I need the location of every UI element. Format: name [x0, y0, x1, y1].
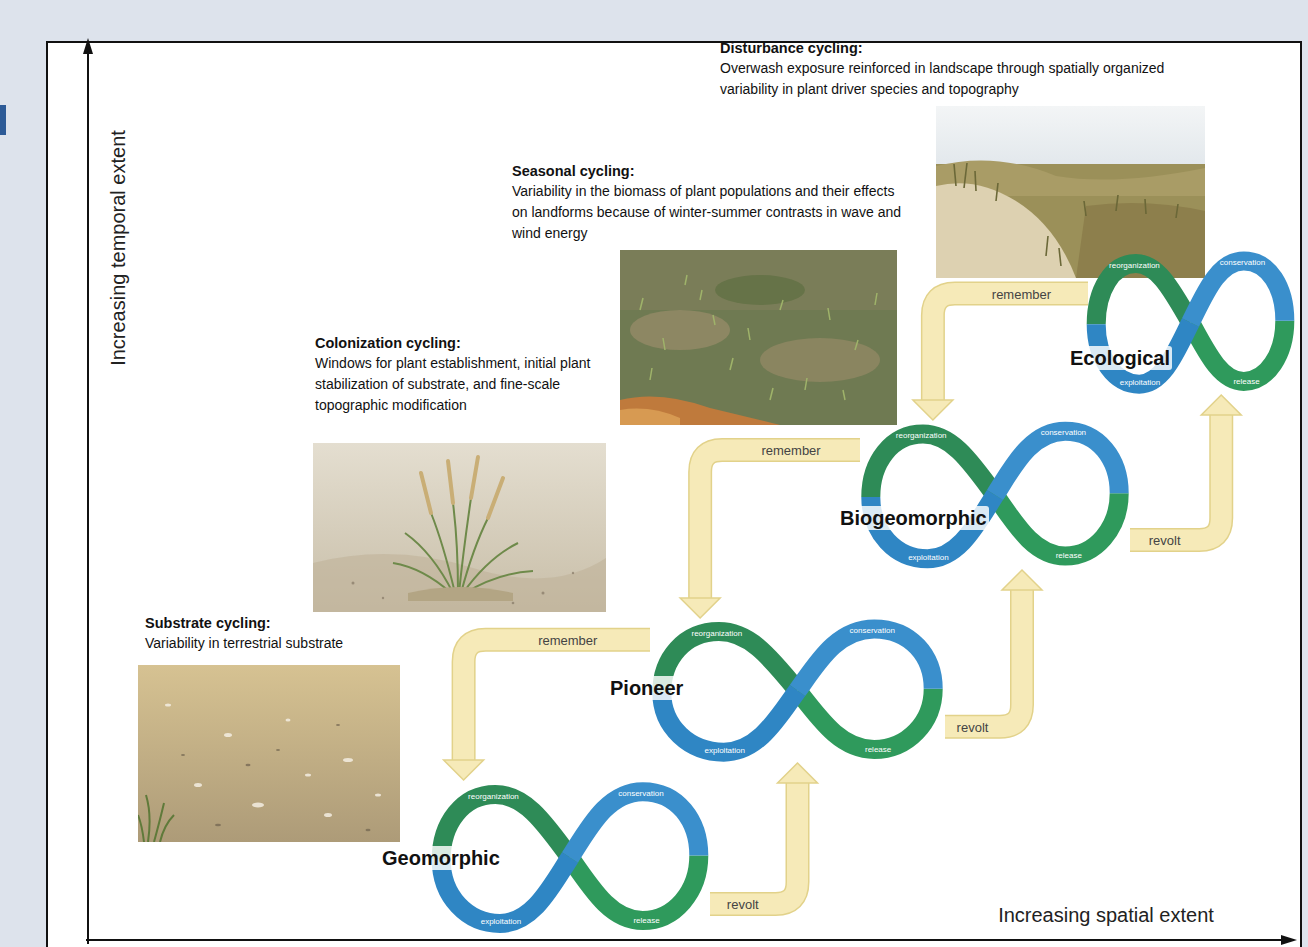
caption-heading: Colonization cycling: — [315, 333, 605, 353]
phase-label: exploitation — [481, 917, 521, 926]
axis-title: Increasing temporal extent — [106, 130, 130, 366]
cycle-name: Pioneer — [608, 676, 685, 700]
edge-label: remember — [990, 286, 1053, 301]
caption-body: Variability in the biomass of plant popu… — [512, 181, 904, 244]
side-tab — [0, 105, 6, 135]
axis-arrowhead — [1281, 935, 1297, 945]
caption-body: Windows for plant establishment, initial… — [315, 353, 605, 416]
x-axis — [86, 939, 1284, 941]
phase-label: release — [865, 744, 891, 753]
revolt-arrow — [710, 763, 818, 904]
phase-label: exploitation — [704, 746, 744, 755]
phase-label: conservation — [1041, 428, 1086, 437]
edge-label: revolt — [955, 719, 991, 734]
phase-label: exploitation — [908, 552, 948, 561]
phase-label: release — [1056, 551, 1082, 560]
phase-label: conservation — [850, 625, 895, 634]
caption-body: Overwash exposure reinforced in landscap… — [720, 58, 1210, 100]
substrate-photo — [138, 665, 400, 842]
adaptive-cycle: Ecologicalreorganizationconservationexpl… — [1088, 250, 1293, 395]
phase-label: reorganization — [1109, 260, 1160, 269]
axis-title: Increasing spatial extent — [998, 903, 1214, 927]
caption-heading: Disturbance cycling: — [720, 38, 1210, 58]
axis-arrowhead — [83, 38, 93, 54]
edge-label: remember — [759, 443, 822, 458]
photo-caption: Substrate cycling:Variability in terrest… — [145, 613, 407, 654]
phase-label: exploitation — [1120, 378, 1160, 387]
colonization-photo — [313, 443, 606, 612]
photo-caption: Disturbance cycling:Overwash exposure re… — [720, 38, 1210, 100]
adaptive-cycle-loop — [1088, 250, 1293, 395]
edge-label: revolt — [1147, 533, 1183, 548]
y-axis — [87, 52, 89, 944]
phase-label: conservation — [1220, 257, 1265, 266]
caption-body: Variability in terrestrial substrate — [145, 633, 407, 654]
cycle-name: Ecological — [1068, 346, 1172, 370]
phase-label: reorganization — [896, 431, 947, 440]
adaptive-cycle: Pioneerreorganizationconservationexploit… — [650, 618, 945, 763]
caption-heading: Substrate cycling: — [145, 613, 407, 633]
phase-label: reorganization — [692, 628, 743, 637]
remember-arrow — [680, 450, 860, 618]
photo-caption: Colonization cycling:Windows for plant e… — [315, 333, 605, 416]
revolt-arrow — [1130, 395, 1241, 540]
disturbance-photo — [936, 106, 1205, 278]
adaptive-cycle: Geomorphicreorganizationconservationexpl… — [430, 780, 710, 935]
phase-label: release — [1233, 376, 1259, 385]
adaptive-cycle-loop — [860, 420, 1130, 570]
remember-arrow — [444, 640, 650, 780]
remember-arrow — [913, 294, 1088, 421]
edge-label: revolt — [725, 897, 761, 912]
revolt-arrow — [945, 570, 1042, 727]
phase-label: conservation — [618, 788, 663, 797]
cycle-name: Geomorphic — [380, 846, 502, 870]
adaptive-cycle-loop — [650, 618, 945, 763]
cycle-name: Biogeomorphic — [838, 506, 989, 530]
seasonal-photo — [620, 250, 897, 425]
adaptive-cycle: Biogeomorphicreorganizationconservatione… — [860, 420, 1130, 570]
caption-heading: Seasonal cycling: — [512, 161, 904, 181]
photo-caption: Seasonal cycling:Variability in the biom… — [512, 161, 904, 244]
phase-label: reorganization — [468, 791, 519, 800]
edge-label: remember — [536, 632, 599, 647]
phase-label: release — [633, 915, 659, 924]
